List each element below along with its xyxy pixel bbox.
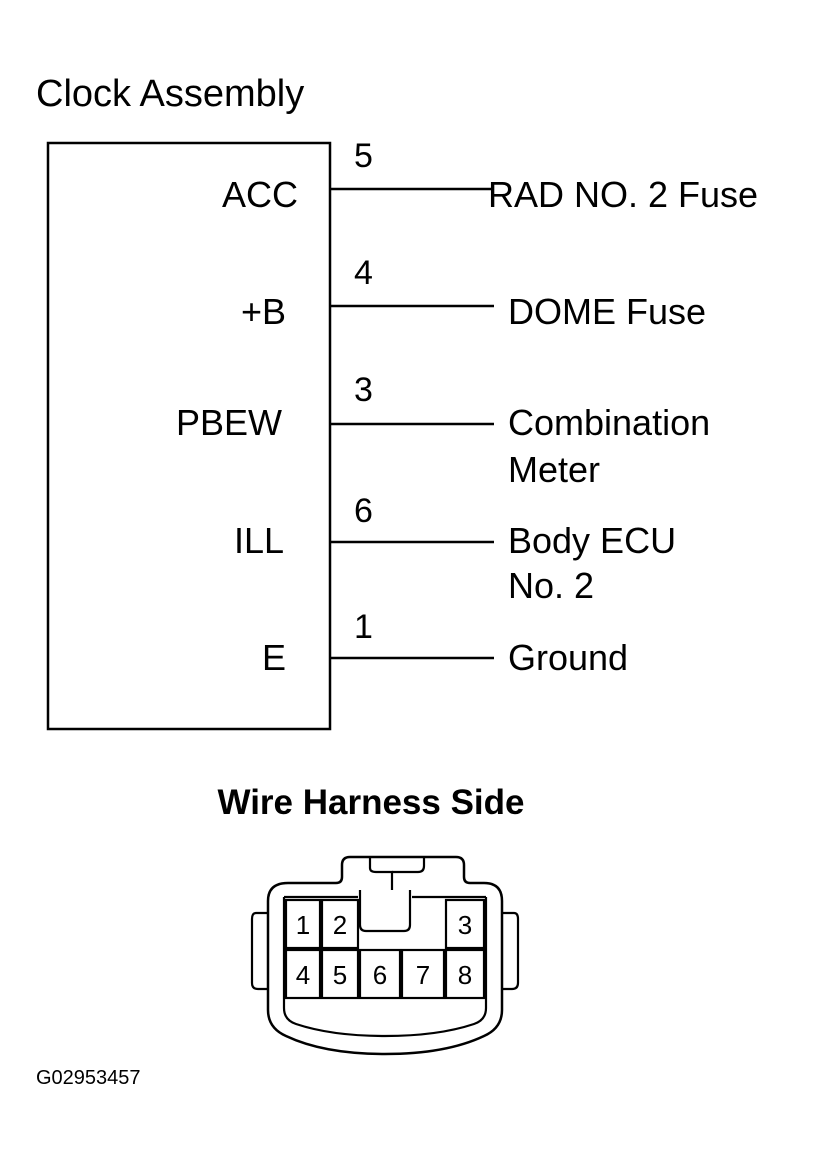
destination-label: RAD NO. 2 Fuse	[488, 174, 758, 215]
pin-number: 6	[354, 492, 373, 530]
latch-tab-right	[392, 857, 426, 874]
pin-label: ACC	[222, 174, 298, 215]
latch-tab	[368, 857, 394, 890]
connector-heading: Wire Harness Side	[217, 783, 524, 822]
cell-7	[400, 948, 446, 1000]
terminal-plus-b: +B 4 DOME Fuse	[241, 254, 706, 332]
clock-assembly-box	[46, 141, 332, 731]
destination-label-line2: No. 2	[508, 565, 594, 606]
right-side-tab	[502, 911, 520, 991]
cell-number: 4	[296, 960, 310, 990]
terminal-pbew: PBEW 3 Combination Meter	[176, 371, 710, 490]
connector-housing	[266, 855, 504, 1056]
cell-6	[358, 948, 402, 1000]
pin-label: PBEW	[176, 402, 282, 443]
cell-1	[284, 898, 322, 950]
pin-label: +B	[241, 291, 286, 332]
cell-number: 3	[458, 910, 472, 940]
destination-label-line2: Meter	[508, 449, 600, 490]
cell-number: 2	[333, 910, 347, 940]
destination-label: Ground	[508, 637, 628, 678]
terminal-ill: ILL 6 Body ECU No. 2	[234, 492, 676, 606]
cell-4	[284, 948, 322, 1000]
pin-number: 5	[354, 137, 373, 175]
pin-label: E	[262, 637, 286, 678]
cell-number: 7	[416, 960, 430, 990]
cell-number: 5	[333, 960, 347, 990]
figure-id: G02953457	[36, 1067, 141, 1089]
terminal-e: E 1 Ground	[262, 608, 628, 678]
latch-notch	[358, 890, 412, 933]
cavity-outline	[282, 895, 488, 1038]
pin-label: ILL	[234, 520, 284, 561]
destination-label: DOME Fuse	[508, 291, 706, 332]
connector-face: 1 2 3 4 5 6 7 8	[250, 855, 520, 1056]
cell-3	[444, 898, 486, 950]
destination-label: Body ECU	[508, 520, 676, 561]
pin-number: 3	[354, 371, 373, 409]
pin-number: 4	[354, 254, 373, 292]
left-side-tab	[250, 911, 268, 991]
cell-number: 6	[373, 960, 387, 990]
component-title: Clock Assembly	[36, 73, 304, 115]
pin-number: 1	[354, 608, 373, 646]
terminal-acc: ACC 5 RAD NO. 2 Fuse	[222, 137, 758, 215]
cell-5	[320, 948, 360, 1000]
cell-8	[444, 948, 486, 1000]
cell-number: 8	[458, 960, 472, 990]
cell-2	[320, 898, 360, 950]
destination-label: Combination	[508, 402, 710, 443]
cell-number: 1	[296, 910, 310, 940]
